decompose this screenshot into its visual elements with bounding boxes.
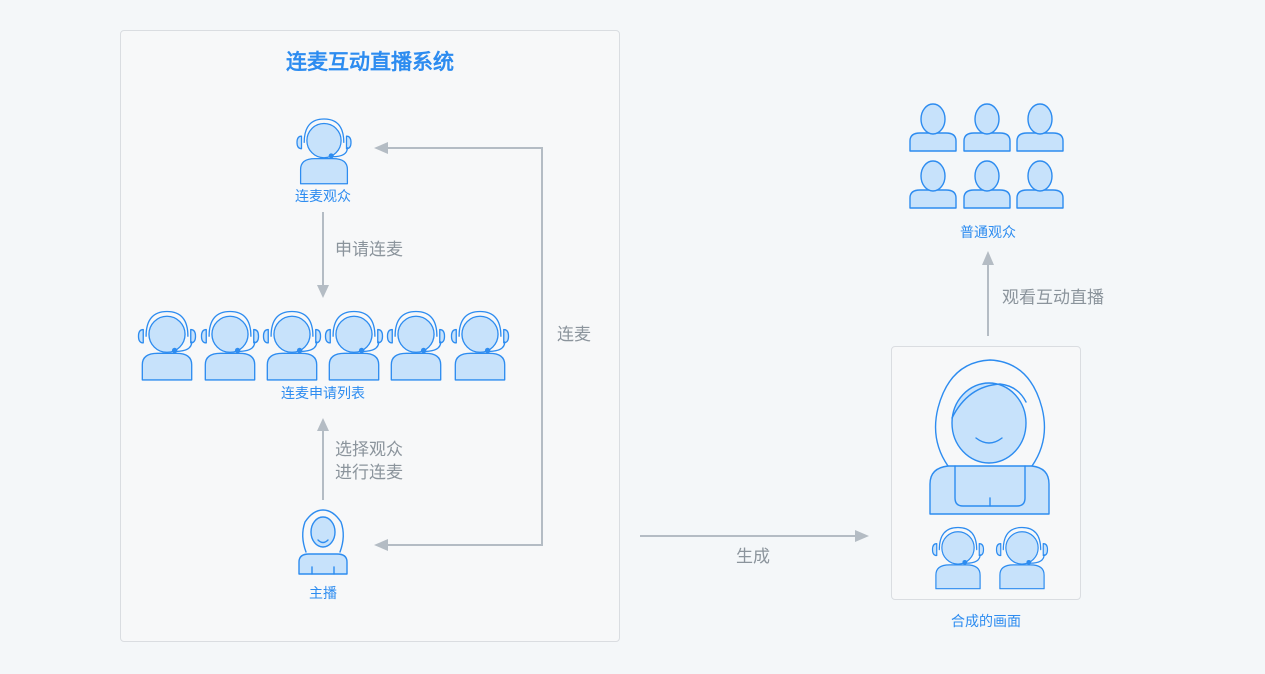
normal-audience-label: 普通观众 <box>960 225 1016 241</box>
host-label: 主播 <box>309 586 337 602</box>
cohost-audience-label: 连麦观众 <box>295 189 351 205</box>
edge-generate-label: 生成 <box>736 547 770 567</box>
cohost-icon <box>931 526 985 590</box>
normal-audience-icons <box>909 103 1064 209</box>
diagram-title: 连麦互动直播系统 <box>286 50 454 74</box>
requester-icon <box>386 310 446 381</box>
edge-apply-label: 申请连麦 <box>335 240 403 260</box>
host-icon <box>298 509 348 575</box>
edge-select-line2: 进行连麦 <box>335 463 403 483</box>
edge-select-line1: 选择观众 <box>335 440 403 460</box>
composite-screen-label: 合成的画面 <box>951 614 1021 630</box>
viewer-icon <box>1016 103 1064 152</box>
arrow-generate <box>640 530 869 542</box>
composite-host-icon <box>929 359 1050 515</box>
requester-icon <box>262 310 322 381</box>
cohost-icon <box>995 526 1049 590</box>
composite-cohost-icons <box>931 526 1049 590</box>
requester-icon <box>200 310 260 381</box>
viewer-icon <box>1016 160 1064 209</box>
edge-cohost-label: 连麦 <box>557 325 591 345</box>
arrow-apply <box>317 212 329 298</box>
viewer-icon <box>909 160 957 209</box>
edge-watch-label: 观看互动直播 <box>1002 288 1104 308</box>
request-list-icons <box>137 310 510 381</box>
viewer-icon <box>963 103 1011 152</box>
request-list-label: 连麦申请列表 <box>281 386 365 402</box>
requester-icon <box>450 310 510 381</box>
arrow-cohost-loop <box>374 142 543 551</box>
viewer-icon <box>909 103 957 152</box>
requester-icon <box>324 310 384 381</box>
cohost-audience-icon <box>296 118 352 185</box>
arrow-select <box>317 418 329 500</box>
viewer-icon <box>963 160 1011 209</box>
requester-icon <box>137 310 197 381</box>
arrow-watch <box>982 251 994 336</box>
